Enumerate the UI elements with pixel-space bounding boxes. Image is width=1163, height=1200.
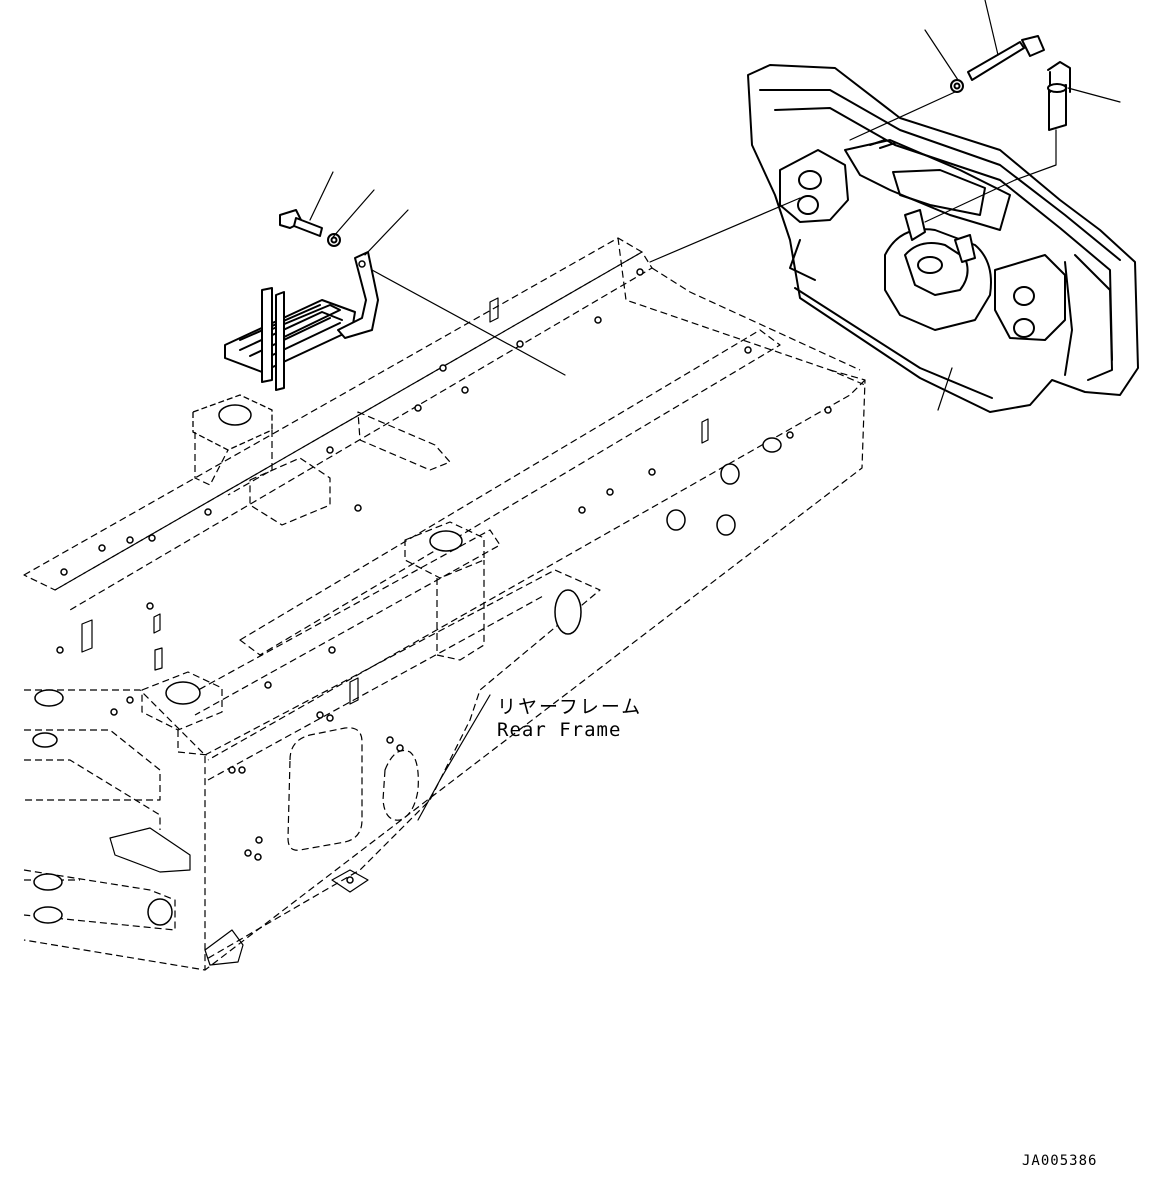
pin <box>1047 61 1071 131</box>
drawing-code: JA005386 <box>1022 1153 1098 1169</box>
step <box>224 251 379 391</box>
rear-frame <box>23 237 866 971</box>
part-label-jp: リヤーフレーム <box>497 696 643 718</box>
washer-left <box>327 233 341 247</box>
counterweight <box>747 64 1139 413</box>
bolt-right <box>967 35 1045 81</box>
frame-bolt-holes <box>56 268 832 861</box>
leader-lines <box>309 0 1121 821</box>
part-label-en: Rear Frame <box>497 719 622 741</box>
washer-right <box>950 79 964 93</box>
bolt-left <box>279 209 323 237</box>
